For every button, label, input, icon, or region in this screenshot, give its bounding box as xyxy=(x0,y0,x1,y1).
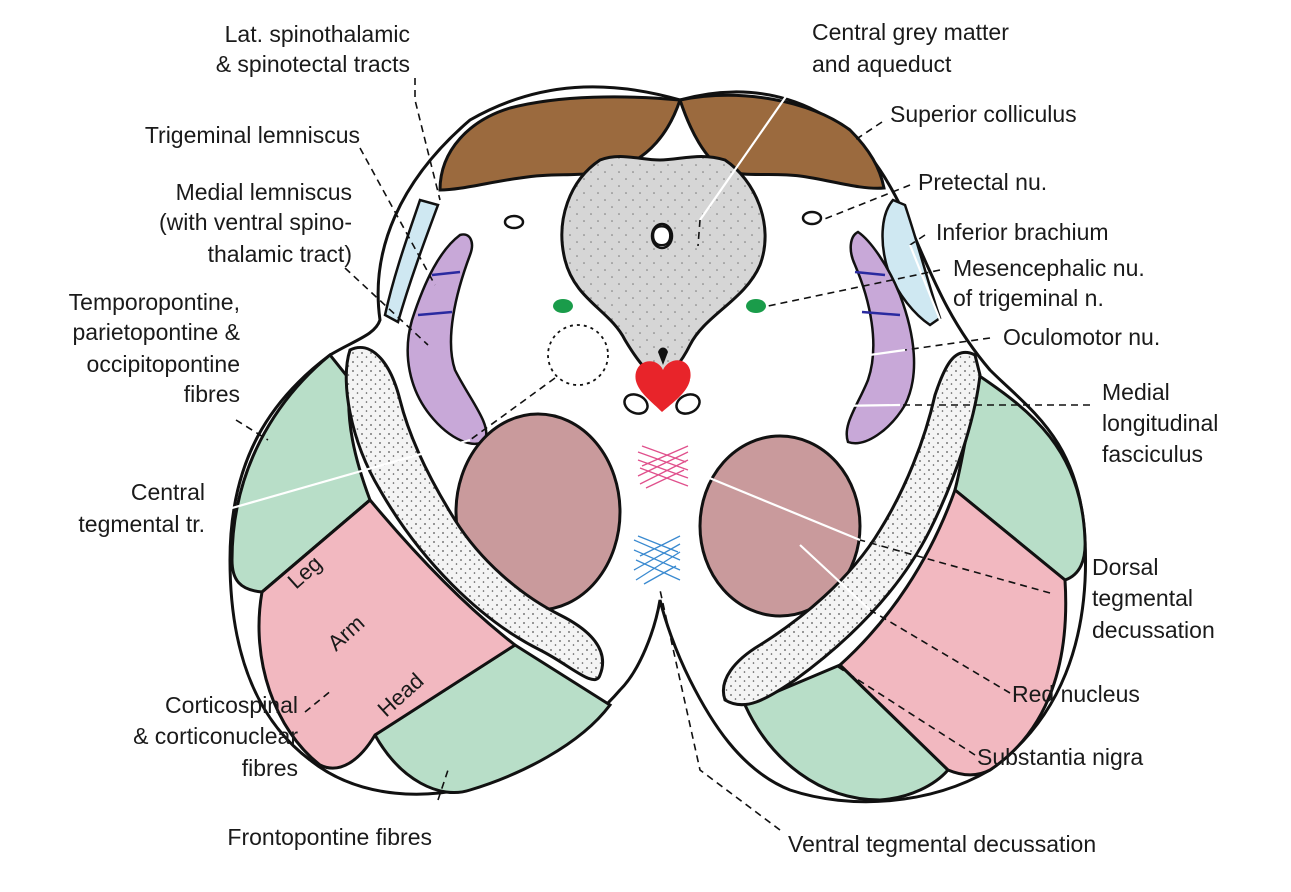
label-superior-colliculus: Superior colliculus xyxy=(890,101,1077,127)
svg-text:of trigeminal n.: of trigeminal n. xyxy=(953,285,1104,311)
label-mesencephalic: Mesencephalic nu. of trigeminal n. xyxy=(953,255,1145,311)
svg-text:Red nucleus: Red nucleus xyxy=(1012,681,1140,707)
label-oculomotor: Oculomotor nu. xyxy=(1003,324,1160,350)
svg-text:Corticospinal: Corticospinal xyxy=(165,692,298,718)
temporopontine-band-left xyxy=(344,346,605,682)
svg-text:Lat. spinothalamic: Lat. spinothalamic xyxy=(225,21,410,47)
corticospinal-fibres-left xyxy=(257,497,518,770)
label-pretectal: Pretectal nu. xyxy=(918,169,1047,195)
svg-text:parietopontine &: parietopontine & xyxy=(72,319,240,345)
temporopontine-band-right xyxy=(722,351,982,707)
label-trigeminal-lemniscus: Trigeminal lemniscus xyxy=(145,122,360,148)
svg-text:Oculomotor nu.: Oculomotor nu. xyxy=(1003,324,1160,350)
svg-text:longitudinal: longitudinal xyxy=(1102,410,1218,436)
lemniscus-divider-right-1 xyxy=(854,270,886,277)
label-mlf: Medial longitudinal fasciculus xyxy=(1102,379,1218,467)
pretectal-nucleus-right xyxy=(801,210,823,226)
svg-text:Inferior brachium: Inferior brachium xyxy=(936,219,1109,245)
frontopontine-fibres-right-lower xyxy=(742,663,951,802)
label-substantia-nigra: Substantia nigra xyxy=(977,744,1143,770)
svg-text:Medial lemniscus: Medial lemniscus xyxy=(176,179,352,205)
label-temporopontine: Temporopontine, parietopontine & occipit… xyxy=(69,289,240,407)
svg-text:Ventral tegmental decussation: Ventral tegmental decussation xyxy=(788,831,1096,857)
ventral-tegmental-decussation xyxy=(633,535,681,585)
svg-text:& corticonuclear: & corticonuclear xyxy=(133,723,298,749)
svg-text:Frontopontine fibres: Frontopontine fibres xyxy=(227,824,432,850)
svg-text:Superior colliculus: Superior colliculus xyxy=(890,101,1077,127)
svg-text:Trigeminal lemniscus: Trigeminal lemniscus xyxy=(145,122,360,148)
label-ventral-tegmental: Ventral tegmental decussation xyxy=(788,831,1096,857)
dorsal-tegmental-decussation xyxy=(637,445,689,489)
frontopontine-fibres-left-lower xyxy=(373,643,613,795)
label-central-tegmental: Central tegmental tr. xyxy=(78,479,205,537)
label-inferior-brachium: Inferior brachium xyxy=(936,219,1109,245)
leader-lines xyxy=(224,61,1090,831)
svg-text:tegmental tr.: tegmental tr. xyxy=(78,511,205,537)
label-central-grey: Central grey matter and aqueduct xyxy=(812,19,1009,77)
lemniscus-divider-left-2 xyxy=(417,310,453,317)
mesencephalic-nucleus-left xyxy=(553,299,573,313)
label-medial-lemniscus: Medial lemniscus (with ventral spino- th… xyxy=(159,179,352,267)
red-nucleus-right xyxy=(698,434,862,618)
svg-text:thalamic tract): thalamic tract) xyxy=(208,241,352,267)
label-frontopontine: Frontopontine fibres xyxy=(227,824,432,850)
svg-text:and aqueduct: and aqueduct xyxy=(812,51,952,77)
svg-text:tegmental: tegmental xyxy=(1092,585,1193,611)
mlf-right xyxy=(675,393,701,415)
svg-text:Dorsal: Dorsal xyxy=(1092,554,1158,580)
svg-text:decussation: decussation xyxy=(1092,617,1215,643)
aqueduct-symbol: O xyxy=(650,220,673,253)
aqueduct xyxy=(650,222,674,250)
svg-text:fibres: fibres xyxy=(242,755,298,781)
label-dorsal-tegmental: Dorsal tegmental decussation xyxy=(1092,554,1215,643)
somatotopic-divider-left xyxy=(261,498,371,594)
label-lat-spinothalamic: Lat. spinothalamic & spinotectal tracts xyxy=(216,21,410,77)
label-corticospinal: Corticospinal & corticonuclear fibres xyxy=(133,692,298,781)
svg-text:fibres: fibres xyxy=(184,381,240,407)
svg-text:Pretectal nu.: Pretectal nu. xyxy=(918,169,1047,195)
svg-text:Substantia nigra: Substantia nigra xyxy=(977,744,1143,770)
inferior-brachium-right xyxy=(881,198,942,327)
svg-text:Temporopontine,: Temporopontine, xyxy=(69,289,240,315)
label-red-nucleus: Red nucleus xyxy=(1012,681,1140,707)
svg-text:Central: Central xyxy=(131,479,205,505)
lemniscus-divider-right-2 xyxy=(861,310,901,317)
svg-text:occipitopontine: occipitopontine xyxy=(87,351,240,377)
svg-text:fasciculus: fasciculus xyxy=(1102,441,1203,467)
frontopontine-fibres-left-upper xyxy=(230,352,372,594)
mesencephalic-nucleus-right xyxy=(746,299,766,313)
svg-text:& spinotectal tracts: & spinotectal tracts xyxy=(216,51,410,77)
corticospinal-fibres-right xyxy=(837,487,1068,777)
oculomotor-black-tip xyxy=(658,347,668,365)
oculomotor-nucleus xyxy=(635,360,691,412)
svg-text:(with ventral spino-: (with ventral spino- xyxy=(159,209,352,235)
lemniscus-divider-left-1 xyxy=(431,270,461,277)
svg-text:Central grey matter: Central grey matter xyxy=(812,19,1009,45)
svg-text:Mesencephalic nu.: Mesencephalic nu. xyxy=(953,255,1145,281)
pretectal-nucleus-left xyxy=(503,214,525,230)
central-grey-matter xyxy=(560,154,767,382)
svg-text:Medial: Medial xyxy=(1102,379,1170,405)
central-tegmental-tract xyxy=(547,324,609,386)
mlf-left xyxy=(623,393,649,415)
